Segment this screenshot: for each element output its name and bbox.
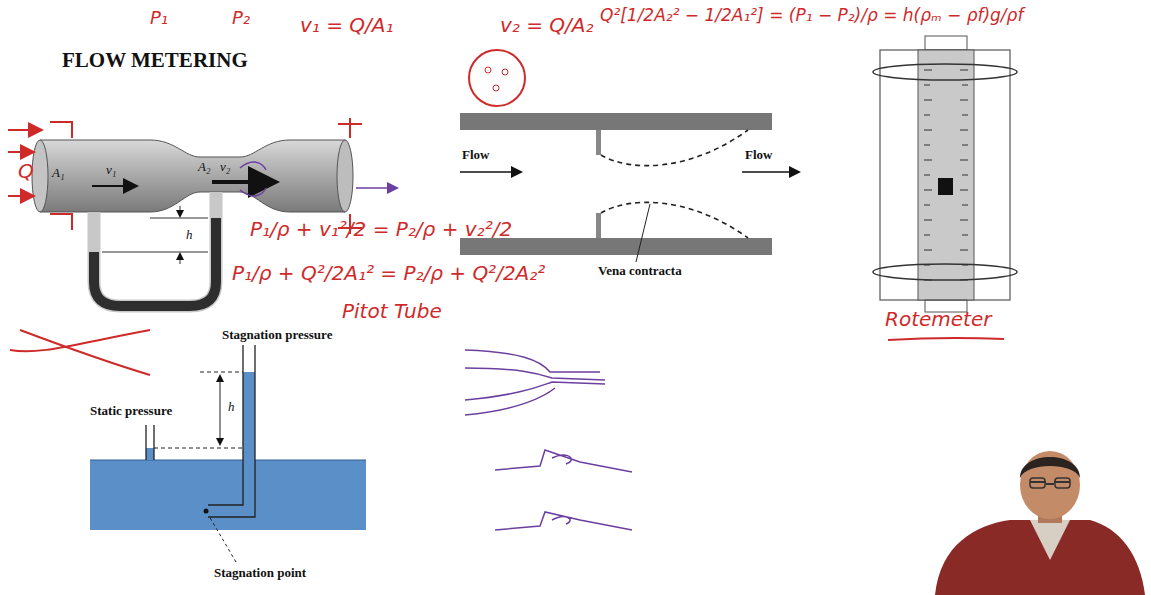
rotameter-frame — [880, 50, 1010, 300]
presenter-glasses — [1030, 482, 1070, 484]
level-line — [102, 252, 208, 253]
leader-line — [636, 204, 650, 262]
streamline-sketch — [495, 450, 632, 530]
device-name: Rotemeter — [885, 308, 991, 331]
pitot-tube-water — [243, 372, 255, 517]
stagnation-point — [204, 509, 209, 514]
velocity-equation: v₁ = Q/A₁ — [300, 14, 394, 37]
manometer-fluid — [94, 218, 216, 306]
water-channel — [90, 460, 366, 530]
flow-arrow — [460, 171, 520, 173]
underline — [888, 338, 1004, 340]
pressure-symbol: P₂ — [232, 8, 250, 29]
height-symbol: h — [228, 400, 235, 415]
rotameter-glass — [918, 50, 974, 300]
rotameter-ring — [873, 64, 1017, 80]
pitot-tube — [208, 345, 255, 517]
flow-arrow — [212, 180, 272, 184]
rotameter-scale — [924, 70, 968, 280]
venturi-outlet — [337, 140, 353, 212]
dimension-arrow — [220, 376, 221, 410]
annotation-circle — [469, 50, 525, 106]
flow-arrow — [92, 185, 135, 187]
rotameter-ring — [873, 264, 1017, 280]
level-line — [200, 372, 243, 373]
manometer-tube — [94, 192, 216, 306]
dimension-arrow — [220, 410, 221, 444]
vena-contracta-streamline — [601, 202, 748, 238]
area-symbol: A₂ — [198, 160, 210, 175]
flow-equation: Q²[1/2A₂² − 1/2A₁²] = (P₁ − P₂)/ρ = h(ρₘ… — [600, 6, 1023, 26]
level-line — [154, 448, 243, 449]
velocity-symbol: v₂ — [220, 160, 230, 175]
presenter-head — [1020, 451, 1080, 519]
orifice-plate — [596, 213, 601, 238]
level-line — [150, 218, 208, 219]
static-tube-water — [146, 448, 154, 460]
streamline-sketch — [465, 350, 605, 415]
annotation-arrow — [8, 151, 32, 153]
velocity-equation: v₂ = Q/A₂ — [500, 14, 594, 37]
annotation-scribble — [50, 118, 362, 234]
presenter-shirt — [1030, 520, 1070, 560]
bernoulli-equation: P₁/ρ + v₁²/2 = P₂/ρ + v₂²/2 — [250, 218, 512, 241]
flow-arrow — [742, 171, 798, 173]
rotameter-pipe — [925, 36, 967, 50]
water-surface — [90, 460, 366, 461]
height-symbol: h — [186, 228, 193, 243]
pitot-tube-water — [208, 506, 243, 516]
annotation-arrow — [8, 129, 40, 131]
area-symbol: A₁ — [52, 166, 64, 181]
pipe-wall — [460, 113, 772, 130]
venturi-tube — [40, 140, 345, 212]
dimension-arrow — [180, 254, 181, 264]
leader-line — [209, 516, 236, 562]
presenter-glasses — [1030, 478, 1045, 488]
part-label: Stagnation pressure — [222, 328, 332, 343]
slide-title: FLOW METERING — [62, 48, 248, 72]
pressure-symbol: P₁ — [150, 8, 168, 29]
static-tube — [146, 425, 154, 460]
bernoulli-equation: P₁/ρ + Q²/2A₁² = P₂/ρ + Q²/2A₂² — [232, 262, 545, 285]
flow-label: Flow — [745, 148, 772, 163]
dimension-arrow — [180, 206, 181, 216]
velocity-symbol: v₁ — [106, 163, 116, 178]
annotation-scribble — [10, 330, 150, 375]
annotation-dot — [502, 69, 508, 75]
part-label: Stagnation point — [214, 566, 306, 581]
flow-symbol: Q — [18, 160, 34, 183]
rotameter-float — [938, 178, 953, 195]
annotation-arrow — [356, 187, 396, 189]
presenter-hair — [1020, 457, 1080, 478]
annotation-scribble — [240, 162, 266, 196]
annotation-dot — [493, 85, 499, 91]
venturi-inlet — [32, 140, 48, 212]
part-label: Static pressure — [90, 404, 172, 419]
presenter-body — [935, 520, 1145, 595]
vena-contracta-streamline — [601, 130, 748, 166]
annotation-arrow — [8, 195, 32, 197]
part-label: Vena contracta — [598, 264, 682, 279]
annotation-dot — [485, 67, 491, 73]
presenter-glasses — [1055, 478, 1070, 488]
flow-label: Flow — [462, 148, 489, 163]
orifice-plate — [596, 130, 601, 155]
device-name: Pitot Tube — [342, 300, 442, 323]
